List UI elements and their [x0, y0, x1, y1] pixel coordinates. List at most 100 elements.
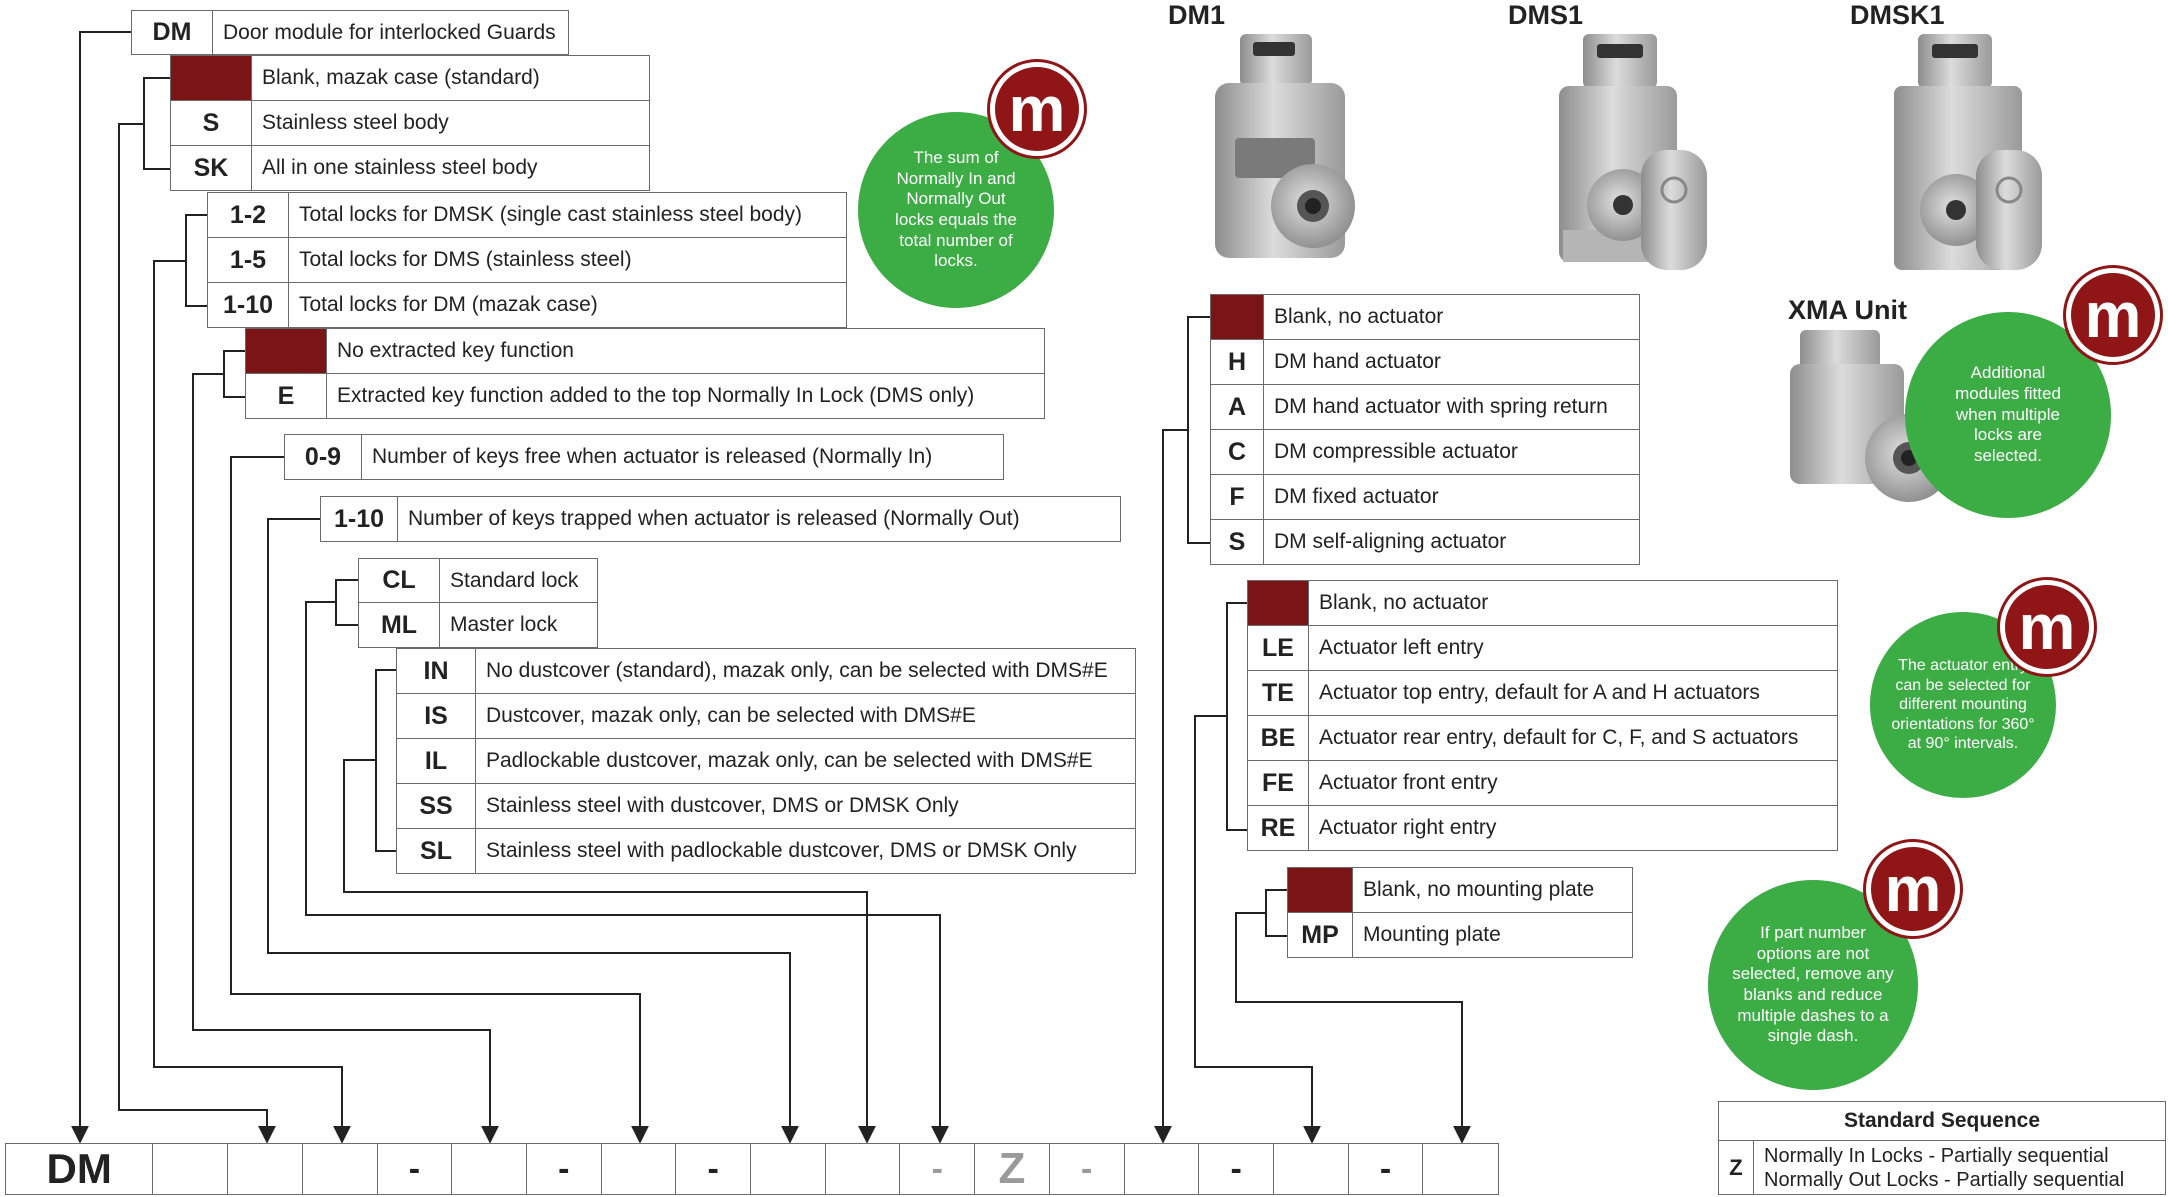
- pn-cell: [1423, 1144, 1498, 1194]
- option-row: Blank, no actuator: [1247, 580, 1838, 626]
- option-desc: DM hand actuator: [1274, 350, 1441, 373]
- option-desc: No extracted key function: [337, 339, 574, 362]
- pn-cell: [602, 1144, 677, 1194]
- option-desc: Master lock: [450, 613, 558, 636]
- dm1-product-image: [1215, 34, 1355, 258]
- blank-swatch: [1248, 581, 1309, 625]
- pn-cell: [751, 1144, 826, 1194]
- option-desc: DM fixed actuator: [1274, 485, 1439, 508]
- option-code: DM: [132, 11, 213, 54]
- option-code: S: [171, 101, 252, 145]
- pn-cell: [228, 1144, 303, 1194]
- option-dm: DM Door module for interlocked Guards: [131, 10, 569, 55]
- blank-swatch: [171, 56, 252, 100]
- option-row: TE Actuator top entry, default for A and …: [1247, 671, 1838, 716]
- option-code: 0-9: [285, 435, 362, 479]
- option-code: TE: [1248, 671, 1309, 715]
- option-row: Blank, mazak case (standard): [170, 55, 650, 101]
- pn-cell: -: [900, 1144, 976, 1194]
- option-code: MP: [1288, 913, 1353, 957]
- option-code: FE: [1248, 761, 1309, 805]
- option-code: SK: [171, 146, 252, 190]
- sequence-line: Normally Out Locks - Partially sequentia…: [1764, 1169, 2125, 1191]
- option-desc: Actuator top entry, default for A and H …: [1319, 681, 1760, 704]
- option-code: IL: [397, 739, 476, 783]
- option-desc: Blank, no actuator: [1274, 305, 1444, 328]
- option-row: F DM fixed actuator: [1210, 475, 1640, 520]
- pn-cell: -: [676, 1144, 752, 1194]
- option-desc: Mounting plate: [1363, 923, 1501, 946]
- group-mounting: Blank, no mounting plate MP Mounting plat…: [1287, 867, 1633, 958]
- m-badge-icon: m: [2000, 580, 2094, 674]
- group-dustcover: IN No dustcover (standard), mazak only, c…: [396, 648, 1136, 874]
- pn-cell: -: [1050, 1144, 1125, 1194]
- option-row: S Stainless steel body: [170, 101, 650, 146]
- product-label-xma: XMA Unit: [1788, 295, 1907, 325]
- pn-cell: [153, 1144, 229, 1194]
- part-number-bar: DM - - - - Z - - -: [5, 1143, 1499, 1195]
- option-row: No extracted key function: [245, 328, 1045, 374]
- product-label-dm1: DM1: [1168, 0, 1226, 30]
- option-desc: DM hand actuator with spring return: [1274, 395, 1608, 418]
- option-desc: Stainless steel with dustcover, DMS or D…: [486, 794, 959, 817]
- option-keys-free: 0-9 Number of keys free when actuator is…: [284, 434, 1004, 480]
- option-code: H: [1211, 340, 1264, 384]
- option-code: 1-10: [208, 283, 289, 327]
- blank-swatch: [246, 329, 327, 373]
- pn-cell: DM: [6, 1144, 154, 1194]
- sequence-desc: Normally In Locks - Partially sequential…: [1754, 1141, 2124, 1195]
- xma-product-image: [1790, 330, 1953, 502]
- pn-cell: -: [527, 1144, 602, 1194]
- option-desc: No dustcover (standard), mazak only, can…: [486, 659, 1108, 682]
- pn-cell: -: [1349, 1144, 1424, 1194]
- dmsk1-product-image: [1894, 34, 2042, 270]
- option-row: BE Actuator rear entry, default for C, F,…: [1247, 716, 1838, 761]
- option-row: SS Stainless steel with dustcover, DMS or…: [396, 784, 1136, 829]
- sequence-row: Z Normally In Locks - Partially sequenti…: [1719, 1141, 2165, 1195]
- m-badge-icon: m: [990, 62, 1084, 156]
- option-desc: All in one stainless steel body: [262, 156, 538, 179]
- option-code: 1-10: [321, 497, 398, 541]
- option-code: 1-2: [208, 193, 289, 237]
- option-code: BE: [1248, 716, 1309, 760]
- option-code: SL: [397, 829, 476, 873]
- option-code: F: [1211, 475, 1264, 519]
- pn-cell: Z: [975, 1144, 1050, 1194]
- pn-cell: [826, 1144, 901, 1194]
- product-label-dms1: DMS1: [1508, 0, 1584, 30]
- pn-cell: [1274, 1144, 1349, 1194]
- option-code: SS: [397, 784, 476, 828]
- option-code: IS: [397, 694, 476, 738]
- option-row: Blank, no mounting plate: [1287, 867, 1633, 913]
- m-badge-icon: m: [2066, 268, 2160, 362]
- sequence-title: Standard Sequence: [1719, 1102, 2165, 1141]
- option-desc: Padlockable dustcover, mazak only, can b…: [486, 749, 1093, 772]
- option-desc: Number of keys free when actuator is rel…: [372, 445, 933, 468]
- option-code: IN: [397, 649, 476, 693]
- option-desc: Stainless steel body: [262, 111, 449, 134]
- option-code: C: [1211, 430, 1264, 474]
- option-desc: Blank, no actuator: [1319, 591, 1489, 614]
- option-row: SK All in one stainless steel body: [170, 146, 650, 191]
- option-row: Blank, no actuator: [1210, 294, 1640, 340]
- product-label-dmsk1: DMSK1: [1850, 0, 1945, 30]
- option-desc: DM self-aligning actuator: [1274, 530, 1507, 553]
- option-desc: Door module for interlocked Guards: [223, 20, 556, 44]
- option-row: IL Padlockable dustcover, mazak only, can…: [396, 739, 1136, 784]
- option-desc: Actuator rear entry, default for C, F, a…: [1319, 726, 1799, 749]
